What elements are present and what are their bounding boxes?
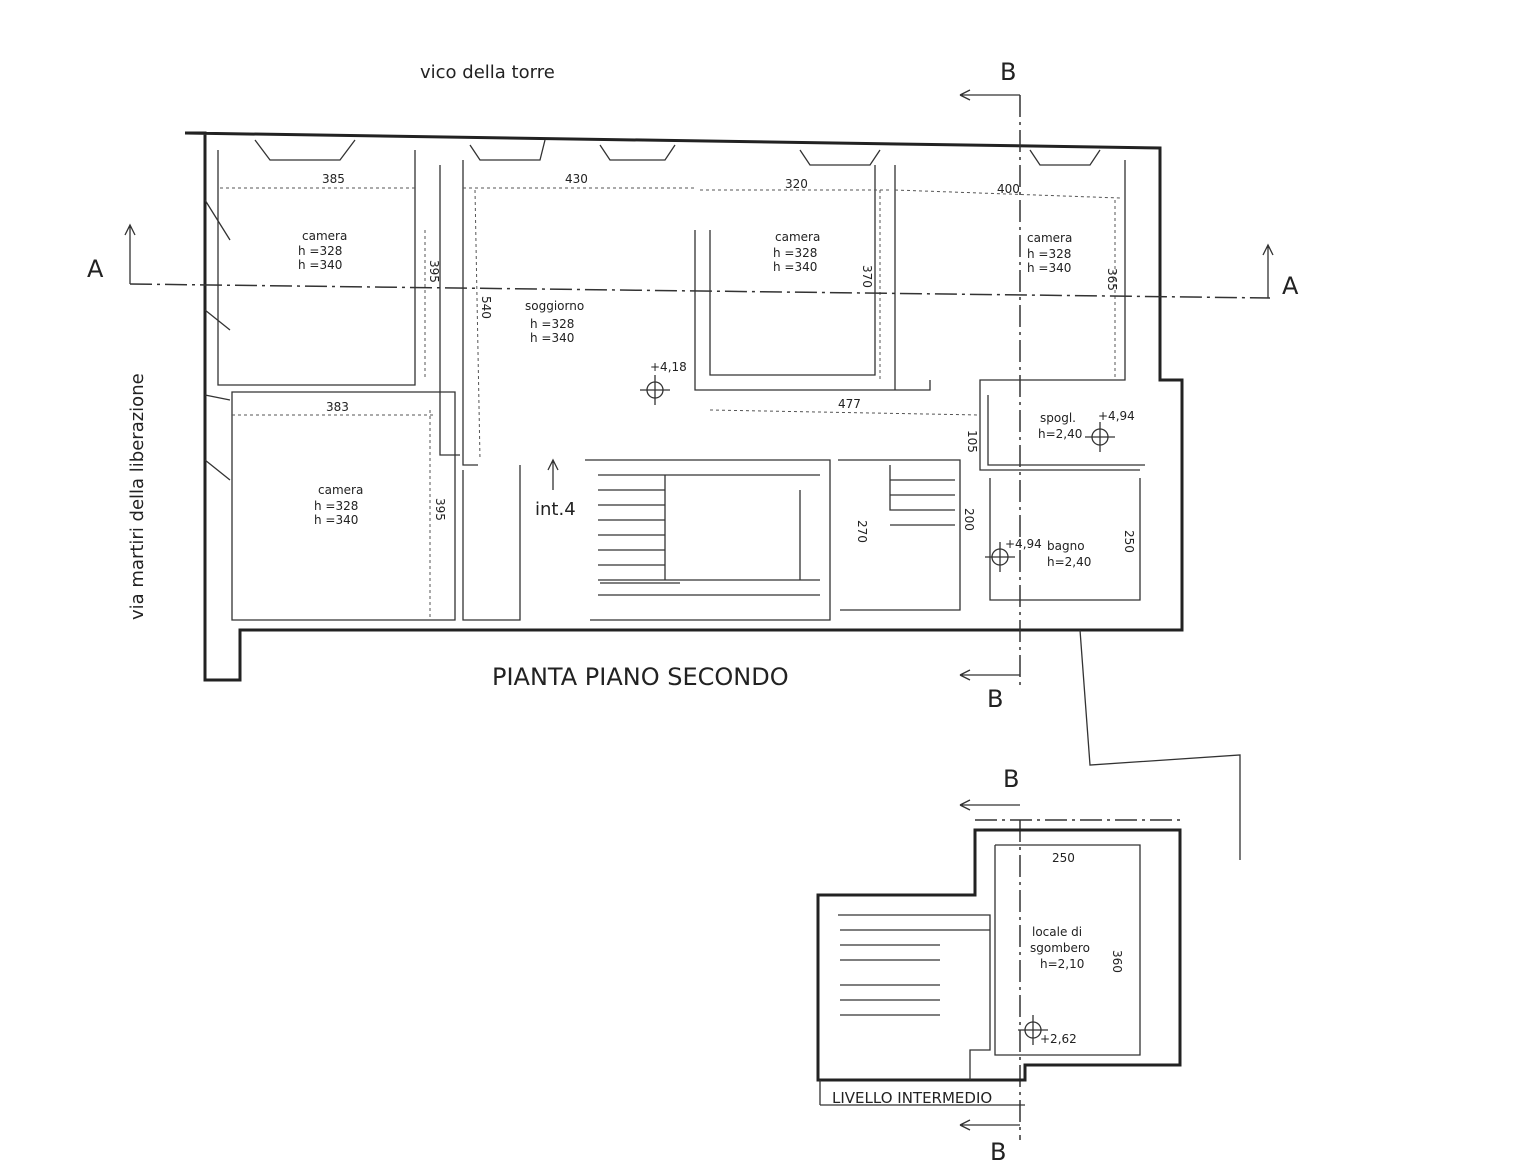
svg-text:camera: camera	[775, 230, 820, 244]
dimension-labels: 385 430 320 400 383 477 250 395 540 370 …	[322, 172, 1136, 973]
svg-text:sgombero: sgombero	[1030, 941, 1090, 955]
svg-text:200: 200	[962, 508, 976, 531]
room-locale-sgombero: locale di sgombero h=2,10 +2,62	[1030, 925, 1090, 1046]
svg-text:h =328: h =328	[314, 499, 358, 513]
svg-text:h =328: h =328	[773, 246, 817, 260]
svg-text:h=2,10: h=2,10	[1040, 957, 1084, 971]
svg-text:h =328: h =328	[530, 317, 574, 331]
room-camera-4: camera h =328 h =340	[314, 483, 363, 527]
svg-text:385: 385	[322, 172, 345, 186]
dimension-lines	[220, 187, 1121, 620]
svg-text:h=2,40: h=2,40	[1038, 427, 1082, 441]
svg-text:camera: camera	[302, 229, 347, 243]
section-b-top: B	[1000, 58, 1016, 86]
level-markers	[640, 375, 1115, 1045]
svg-text:365: 365	[1105, 268, 1119, 291]
svg-text:h =340: h =340	[298, 258, 342, 272]
room-camera-2: camera h =328 h =340	[773, 230, 820, 274]
svg-text:105: 105	[965, 430, 979, 453]
svg-text:250: 250	[1122, 530, 1136, 553]
svg-text:+2,62: +2,62	[1040, 1032, 1077, 1046]
svg-text:320: 320	[785, 177, 808, 191]
svg-text:395: 395	[427, 260, 441, 283]
room-soggiorno: soggiorno h =328 h =340	[525, 299, 584, 345]
soggiorno-level: +4,18	[650, 360, 687, 374]
intermediate-level	[816, 629, 1241, 1106]
svg-text:camera: camera	[318, 483, 363, 497]
section-b-mid: B	[987, 685, 1003, 713]
svg-text:spogl.: spogl.	[1040, 411, 1076, 425]
svg-text:400: 400	[997, 182, 1020, 196]
svg-text:locale di: locale di	[1032, 925, 1082, 939]
svg-text:h =328: h =328	[298, 244, 342, 258]
intermediate-title: LIVELLO INTERMEDIO	[832, 1089, 992, 1107]
section-axes	[124, 89, 1274, 1140]
svg-text:bagno: bagno	[1047, 539, 1085, 553]
stair-lines	[598, 465, 955, 596]
street-left-label: via martiri della liberazione	[127, 373, 148, 620]
room-camera-1: camera h =328 h =340	[298, 229, 347, 272]
entrance-label: int.4	[535, 499, 576, 520]
section-a-left: A	[87, 255, 104, 283]
svg-text:h =328: h =328	[1027, 247, 1071, 261]
outer-walls	[184, 131, 1184, 682]
svg-text:395: 395	[433, 498, 447, 521]
svg-text:+4,94: +4,94	[1005, 537, 1042, 551]
svg-text:540: 540	[479, 296, 493, 319]
room-bagno: bagno h=2,40 +4,94	[1005, 537, 1091, 569]
svg-text:360: 360	[1110, 950, 1124, 973]
svg-text:h =340: h =340	[773, 260, 817, 274]
svg-text:270: 270	[855, 520, 869, 543]
section-a-right: A	[1282, 272, 1299, 300]
svg-text:h =340: h =340	[530, 331, 574, 345]
street-top-label: vico della torre	[420, 62, 555, 83]
section-b-low: B	[1003, 765, 1019, 793]
svg-text:h=2,40: h=2,40	[1047, 555, 1091, 569]
svg-text:+4,94: +4,94	[1098, 409, 1135, 423]
svg-text:250: 250	[1052, 851, 1075, 865]
svg-text:camera: camera	[1027, 231, 1072, 245]
svg-text:h =340: h =340	[314, 513, 358, 527]
room-spogliatoio: spogl. h=2,40 +4,94	[1038, 409, 1135, 441]
section-b-bottom: B	[990, 1138, 1006, 1166]
svg-text:370: 370	[860, 265, 874, 288]
room-camera-3: camera h =328 h =340	[1027, 231, 1072, 275]
plan-title: PIANTA PIANO SECONDO	[492, 663, 789, 691]
svg-text:383: 383	[326, 400, 349, 414]
svg-text:430: 430	[565, 172, 588, 186]
svg-text:h =340: h =340	[1027, 261, 1071, 275]
svg-text:soggiorno: soggiorno	[525, 299, 584, 313]
svg-text:477: 477	[838, 397, 861, 411]
